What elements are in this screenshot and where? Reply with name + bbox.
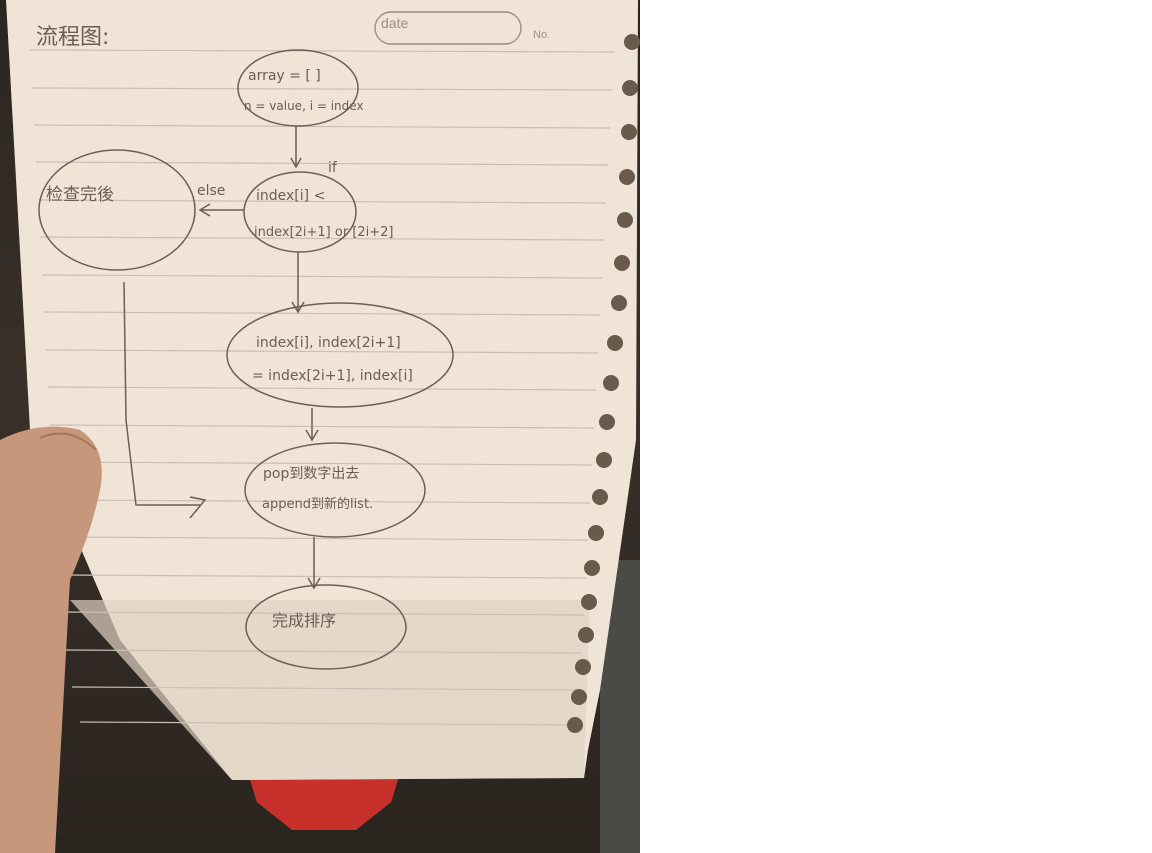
ruled-lines: [29, 49, 616, 726]
pop-line2: append到新的list.: [262, 496, 373, 512]
start-line1: array = [ ]: [248, 68, 321, 84]
end-text: 完成排序: [272, 611, 336, 630]
photo: date No. 流程图:: [0, 0, 640, 853]
start-line2: n = value, i = index: [244, 99, 364, 113]
start-node: [237, 49, 359, 127]
paper-shadow: [70, 600, 590, 780]
pop-node: [244, 442, 426, 538]
decision-line1: index[i] <: [256, 188, 325, 204]
date-box: [374, 11, 522, 45]
flowchart-shapes: [38, 49, 454, 670]
paper-drawing: date No. 流程图:: [6, 0, 640, 780]
if-label: if: [328, 160, 338, 176]
check-text: 检查完後: [46, 185, 114, 205]
else-label: else: [197, 183, 225, 199]
page-title: 流程图:: [36, 25, 109, 50]
date-label: date: [381, 15, 408, 31]
pop-line1: pop到数字出去: [263, 466, 359, 482]
swap-line2: = index[2i+1], index[i]: [252, 368, 413, 384]
decision-line2: index[2i+1] or [2i+2]: [254, 225, 394, 240]
notebook-paper: date No. 流程图:: [6, 0, 640, 780]
paper-sheet: [6, 0, 638, 780]
arrow-check-pop: [123, 281, 200, 506]
binding-holes: [567, 34, 640, 733]
swap-node: [226, 302, 454, 408]
end-node: [245, 584, 407, 670]
holding-hand: [0, 426, 102, 853]
decision-node: [243, 171, 357, 253]
swap-line1: index[i], index[2i+1]: [256, 335, 401, 351]
check-node: [38, 149, 196, 271]
number-label: No.: [533, 29, 550, 41]
